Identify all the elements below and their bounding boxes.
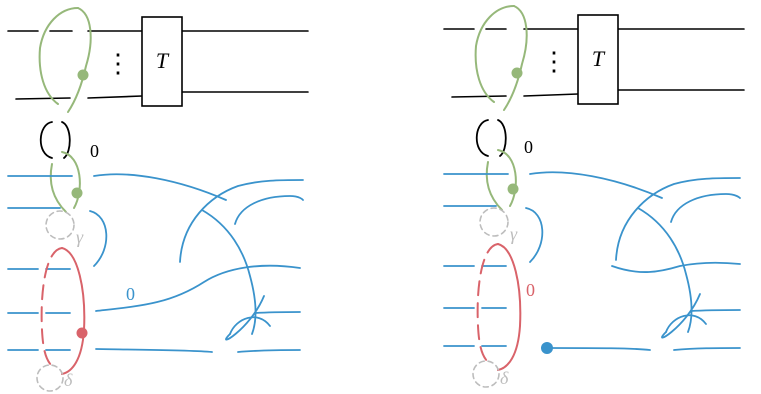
black-unknot	[475, 119, 507, 157]
left-blue-stubs	[7, 175, 73, 351]
lower-green-arc	[49, 151, 81, 213]
gamma-label: γ	[76, 227, 84, 247]
red-loop	[476, 243, 522, 371]
delta-circle	[36, 364, 64, 392]
blue-knot	[525, 171, 741, 351]
gamma-circle	[45, 210, 75, 240]
black-unknot	[39, 121, 71, 159]
red-framing-label: 0	[526, 280, 535, 300]
gamma-label: γ	[510, 224, 518, 244]
delta-label: δ	[64, 370, 73, 390]
black-framing-label: 0	[524, 137, 533, 157]
tangle-label: T	[156, 48, 170, 73]
delta-label: δ	[500, 368, 509, 388]
tangle-label: T	[592, 46, 606, 71]
lower-green-arc	[485, 149, 517, 211]
black-framing-label: 0	[90, 141, 99, 161]
vertical-dots: ⋮	[105, 49, 131, 78]
right-top-strands	[443, 28, 745, 98]
blue-knot	[89, 173, 304, 353]
green-dot-lower	[507, 183, 519, 195]
gamma-circle	[479, 207, 509, 237]
tangle-box	[577, 14, 619, 105]
tangle-box	[141, 16, 183, 107]
blue-framing-label: 0	[126, 284, 135, 304]
green-dot-upper	[77, 69, 89, 81]
green-dot-lower	[71, 187, 83, 199]
left-diagram: T ⋮ 0 γ	[7, 7, 309, 392]
red-dot	[76, 327, 88, 339]
right-blue-stubs	[443, 173, 509, 347]
upper-green-loop	[474, 5, 528, 111]
blue-dot	[541, 342, 553, 354]
delta-circle	[472, 360, 500, 388]
left-top-strands	[7, 30, 309, 100]
upper-green-loop	[38, 7, 92, 113]
green-dot-upper	[511, 67, 523, 79]
vertical-dots: ⋮	[541, 47, 567, 76]
red-loop	[40, 247, 86, 375]
right-diagram: T ⋮ 0 γ	[443, 5, 745, 388]
